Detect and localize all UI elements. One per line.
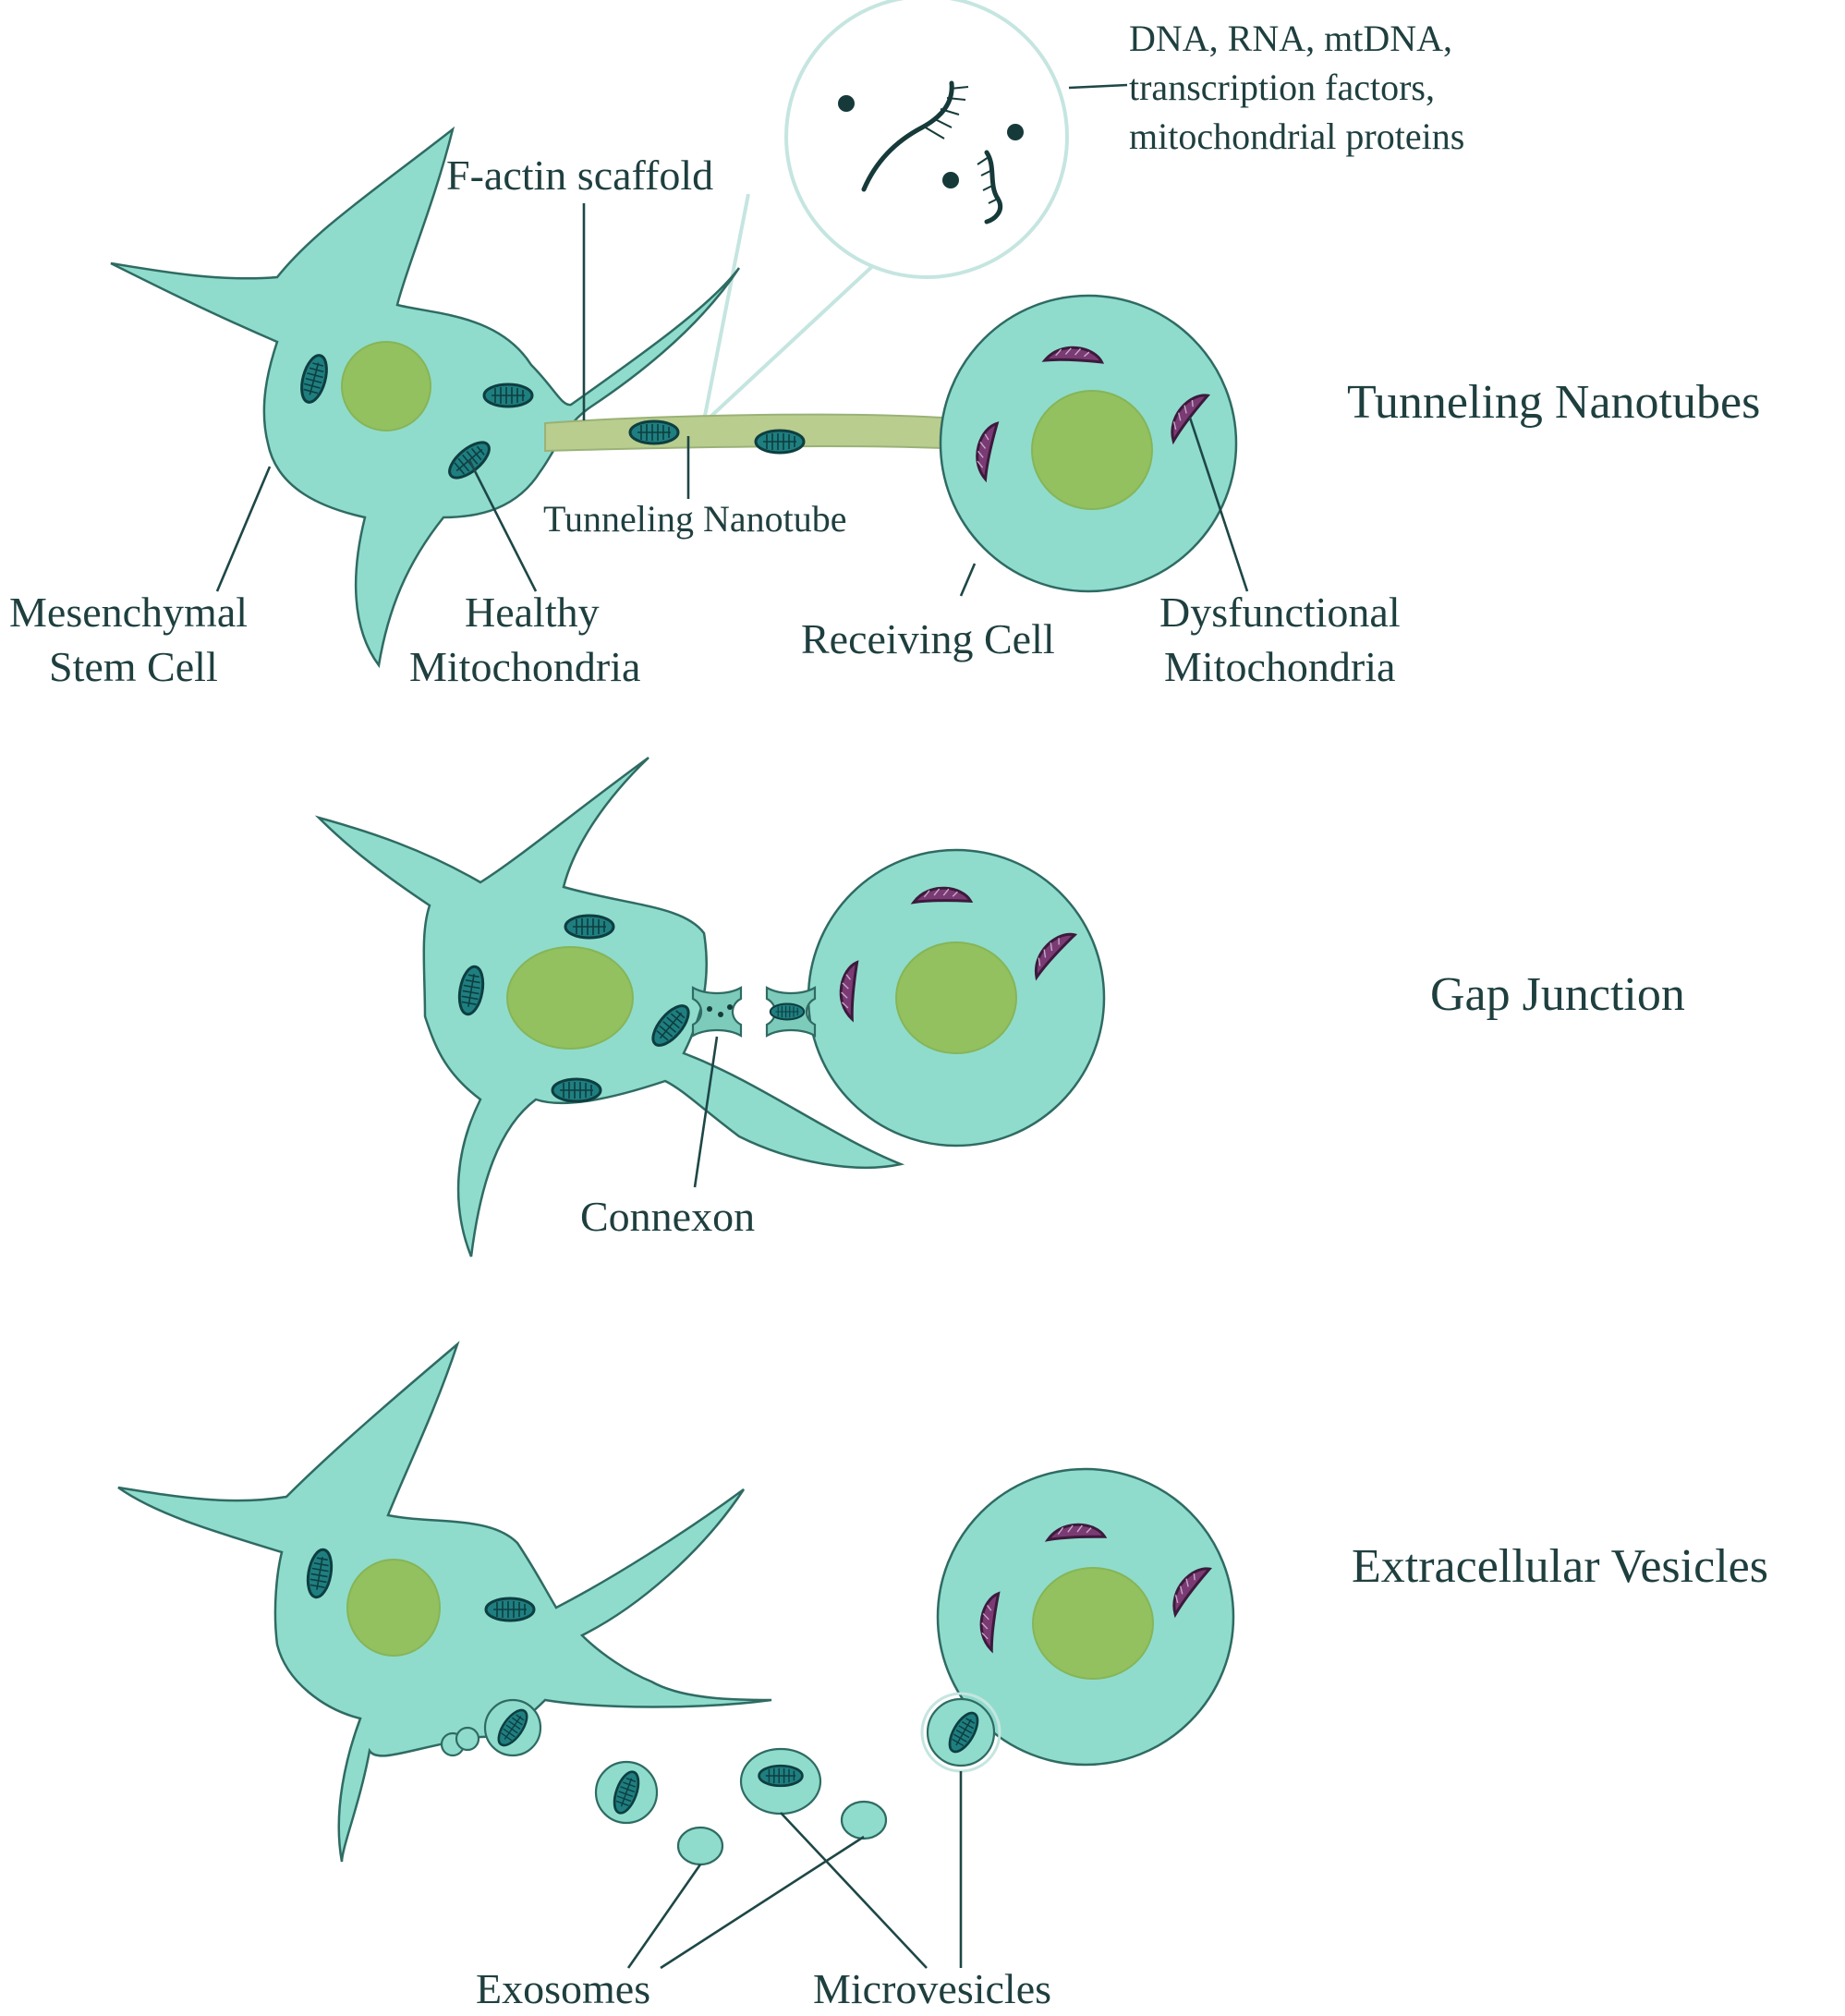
- panel-title-gap-junction: Gap Junction: [1430, 968, 1685, 1021]
- exosome-1: [676, 1826, 724, 1866]
- label-exosomes: Exosomes: [476, 1965, 650, 2012]
- cargo-inset: [784, 0, 1069, 279]
- label-dysfunctional-line-2: Mitochondria: [1164, 643, 1395, 690]
- label-msc-line-1: Mesenchymal: [9, 589, 248, 636]
- label-cargo-line-1: DNA, RNA, mtDNA,: [1129, 18, 1452, 59]
- label-msc-line-2: Stem Cell: [49, 643, 218, 690]
- label-connexon: Connexon: [580, 1193, 755, 1240]
- panel-title-tunneling-nanotubes: Tunneling Nanotubes: [1347, 376, 1760, 429]
- leader-receiving: [959, 563, 977, 597]
- gap-stem-nucleus: [506, 946, 634, 1050]
- zoom-line-left: [703, 193, 750, 417]
- label-microvesicles: Microvesicles: [813, 1965, 1051, 2012]
- ev-healthy-mitochondrion-2: [484, 1597, 536, 1622]
- exosome-2: [840, 1800, 888, 1840]
- panel-gap-junction: Gap Junction Connexon: [314, 756, 1685, 1257]
- receiving-cell-nucleus: [1031, 390, 1153, 510]
- label-healthy-line-1: Healthy: [465, 589, 600, 636]
- gap-receiving-nucleus: [895, 941, 1017, 1054]
- budding-exosome-2: [455, 1726, 480, 1752]
- healthy-mitochondrion-4: [628, 419, 680, 445]
- panel-extracellular-vesicles: Extracellular Vesicles Exosomes Microves…: [117, 1341, 1768, 2012]
- ev-receiving-nucleus: [1032, 1567, 1154, 1680]
- gap-healthy-mitochondrion-1: [564, 914, 615, 940]
- tunneling-nanotube: [544, 413, 943, 453]
- label-tunneling-nanotube: Tunneling Nanotube: [543, 498, 847, 540]
- label-factin-scaffold: F-actin scaffold: [446, 152, 713, 199]
- panel-title-extracellular-vesicles: Extracellular Vesicles: [1352, 1540, 1768, 1593]
- label-healthy-line-2: Mitochondria: [409, 643, 640, 690]
- leader-connexon: [693, 1036, 719, 1188]
- label-receiving-cell: Receiving Cell: [801, 615, 1055, 662]
- microvesicle-2-mitochondrion: [758, 1764, 804, 1788]
- leader-healthy: [467, 459, 538, 592]
- healthy-mitochondrion-5: [754, 429, 806, 455]
- leader-msc: [215, 466, 272, 592]
- stem-cell-nucleus: [341, 341, 431, 431]
- ev-stem-nucleus: [346, 1559, 441, 1657]
- label-cargo-line-3: mitochondrial proteins: [1129, 115, 1464, 157]
- healthy-mitochondrion-2: [482, 383, 534, 408]
- leader-exosomes-2: [660, 1835, 865, 1970]
- gap-healthy-mitochondrion-4: [551, 1077, 602, 1103]
- connexon-passing-mitochondrion: [769, 1002, 806, 1021]
- cargo-molecules: [838, 80, 1024, 225]
- ev-stem-cell: [117, 1341, 772, 1863]
- panel-tunneling-nanotubes: Tunneling Nanotubes F-actin scaffold DNA…: [9, 0, 1760, 690]
- leader-microvesicles-1: [780, 1812, 928, 1969]
- leader-cargo: [1068, 83, 1128, 90]
- label-cargo-line-2: transcription factors,: [1129, 67, 1435, 108]
- leader-exosomes-1: [626, 1864, 702, 1969]
- leader-dysfunctional: [1188, 417, 1249, 592]
- label-dysfunctional-line-1: Dysfunctional: [1159, 589, 1401, 636]
